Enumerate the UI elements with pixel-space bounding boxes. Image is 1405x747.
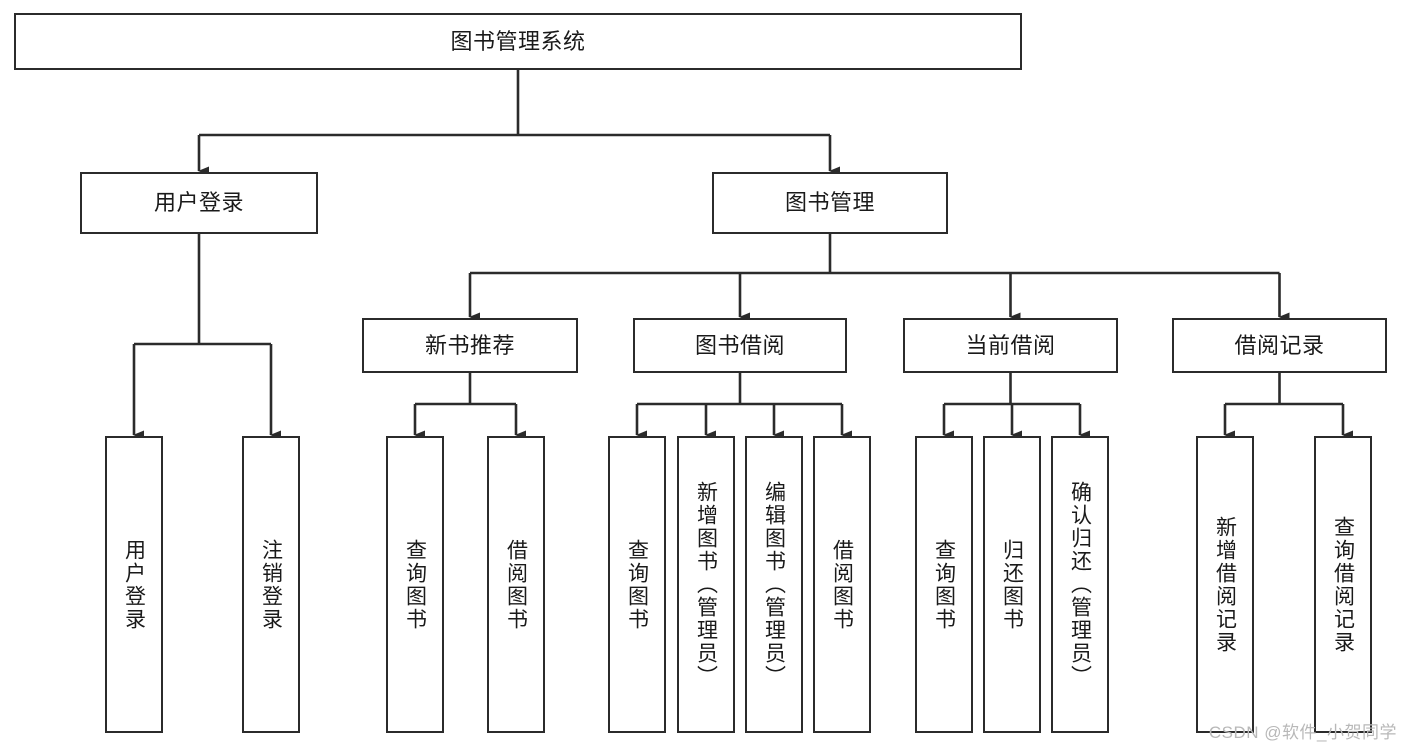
node-label: 图书管理系统	[450, 28, 586, 54]
node-current-borrow[interactable]: 当前借阅	[903, 318, 1118, 373]
node-book-manage[interactable]: 图书管理	[712, 172, 948, 234]
node-label: 查询图书	[625, 538, 649, 631]
node-label: 借阅图书	[830, 538, 854, 631]
node-label: 图书借阅	[694, 332, 785, 358]
node-leaf-borrow-book[interactable]: 借阅图书	[813, 436, 871, 733]
node-leaf-query-book-current[interactable]: 查询图书	[915, 436, 973, 733]
node-label: 新增图书（管理员）	[694, 481, 718, 688]
edge-group	[132, 70, 1353, 440]
node-label: 归还图书	[1000, 538, 1024, 631]
node-leaf-query-book-rec[interactable]: 查询图书	[386, 436, 444, 733]
node-root[interactable]: 图书管理系统	[14, 13, 1022, 70]
node-label: 用户登录	[122, 538, 146, 631]
node-label: 注销登录	[259, 538, 283, 631]
node-leaf-edit-book-admin[interactable]: 编辑图书（管理员）	[745, 436, 803, 733]
node-label: 新书推荐	[424, 332, 515, 358]
node-label: 新增借阅记录	[1213, 515, 1237, 654]
node-label: 查询借阅记录	[1331, 515, 1355, 654]
node-user-login[interactable]: 用户登录	[80, 172, 318, 234]
node-leaf-return-book[interactable]: 归还图书	[983, 436, 1041, 733]
node-leaf-add-borrow-record[interactable]: 新增借阅记录	[1196, 436, 1254, 733]
node-leaf-borrow-book-rec[interactable]: 借阅图书	[487, 436, 545, 733]
node-leaf-query-book-borrow[interactable]: 查询图书	[608, 436, 666, 733]
node-leaf-add-book-admin[interactable]: 新增图书（管理员）	[677, 436, 735, 733]
node-leaf-query-borrow-record[interactable]: 查询借阅记录	[1314, 436, 1372, 733]
node-label: 用户登录	[153, 190, 244, 216]
node-leaf-user-login[interactable]: 用户登录	[105, 436, 163, 733]
node-label: 图书管理	[784, 190, 875, 216]
node-label: 编辑图书（管理员）	[762, 481, 786, 688]
node-label: 当前借阅	[965, 332, 1056, 358]
watermark-text: CSDN @软件_小贺同学	[1208, 723, 1397, 742]
node-leaf-confirm-return-admin[interactable]: 确认归还（管理员）	[1051, 436, 1109, 733]
node-label: 借阅图书	[504, 538, 528, 631]
node-leaf-logout-login[interactable]: 注销登录	[242, 436, 300, 733]
node-borrow-record[interactable]: 借阅记录	[1172, 318, 1387, 373]
node-new-book-recommend[interactable]: 新书推荐	[362, 318, 578, 373]
node-label: 查询图书	[932, 538, 956, 631]
node-label: 借阅记录	[1234, 332, 1325, 358]
node-book-borrow[interactable]: 图书借阅	[633, 318, 847, 373]
node-label: 查询图书	[403, 538, 427, 631]
node-label: 确认归还（管理员）	[1068, 481, 1092, 688]
